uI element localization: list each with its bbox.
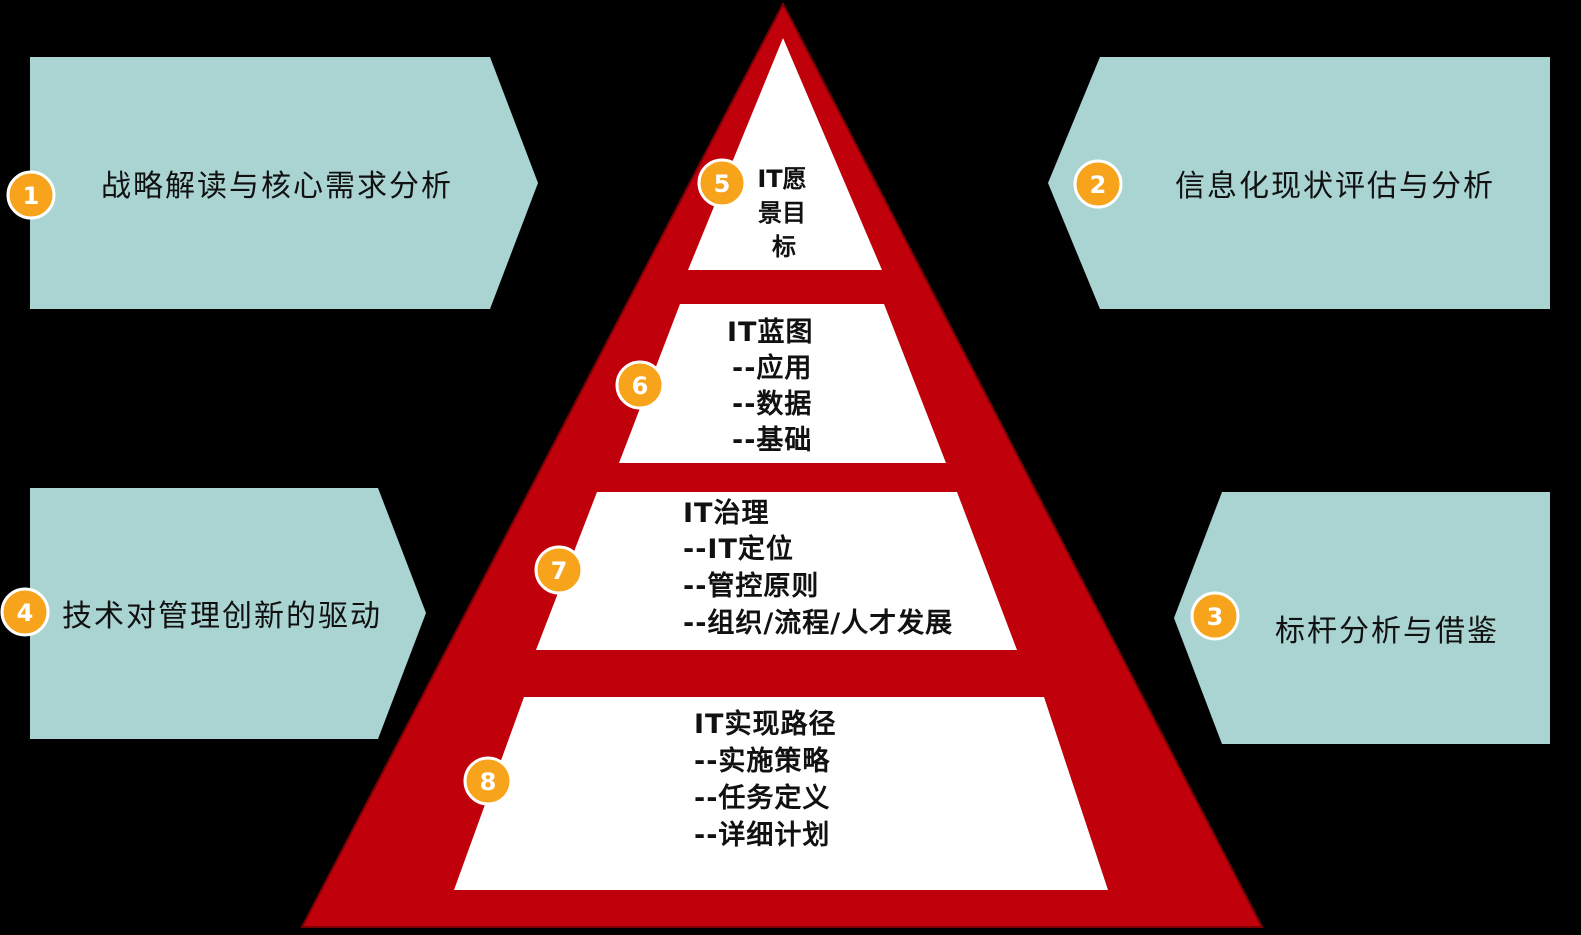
tier-8-line-1: IT实现路径 bbox=[694, 708, 836, 740]
tier-6-line-4: --基础 bbox=[732, 425, 812, 456]
tier-7-line-2: --IT定位 bbox=[683, 533, 794, 565]
badge-2-number: 2 bbox=[1090, 171, 1107, 199]
side-box-1: 战略解读与核心需求分析 bbox=[30, 57, 538, 309]
tier-8-shape bbox=[454, 697, 1108, 890]
side-box-1-label: 战略解读与核心需求分析 bbox=[101, 169, 453, 204]
badge-4-number: 4 bbox=[17, 599, 34, 627]
tier-6-line-3: --数据 bbox=[732, 389, 812, 420]
tier-8-line-2: --实施策略 bbox=[694, 745, 830, 777]
tier-7-line-4: --组织/流程/人才发展 bbox=[683, 607, 953, 639]
side-box-2-label: 信息化现状评估与分析 bbox=[1175, 169, 1495, 204]
side-box-3: 标杆分析与借鉴 bbox=[1174, 492, 1550, 744]
badge-2: 2 bbox=[1073, 159, 1123, 209]
pyramid-body bbox=[300, 1, 1264, 928]
badge-7-circle bbox=[534, 545, 584, 595]
side-box-3-label: 标杆分析与借鉴 bbox=[1275, 614, 1499, 649]
tier-5-shape bbox=[688, 38, 882, 270]
tier-7-line-3: --管控原则 bbox=[683, 571, 819, 602]
badge-6-circle bbox=[615, 360, 665, 410]
badge-1-number: 1 bbox=[23, 182, 40, 210]
badge-3: 3 bbox=[1190, 591, 1240, 641]
badge-7-number: 7 bbox=[551, 557, 568, 585]
side-box-1-shape bbox=[30, 57, 538, 309]
badge-2-circle bbox=[1073, 159, 1123, 209]
badge-5-circle bbox=[697, 158, 747, 208]
tier-6-line-2: --应用 bbox=[732, 352, 812, 384]
tier-5-line-1: IT愿 bbox=[757, 165, 806, 193]
badge-8-circle bbox=[463, 756, 513, 806]
badge-7: 7 bbox=[534, 545, 584, 595]
tier-8-line-3: --任务定义 bbox=[694, 782, 830, 814]
badge-8: 8 bbox=[463, 756, 513, 806]
side-box-4: 技术对管理创新的驱动 bbox=[30, 488, 426, 739]
badge-8-number: 8 bbox=[480, 768, 497, 796]
tier-5-line-3: 标 bbox=[772, 233, 796, 261]
pyramid: IT愿 景目 标 IT蓝图 --应用 --数据 --基础 IT治理 --IT定位… bbox=[300, 1, 1264, 928]
tier-7-line-1: IT治理 bbox=[683, 498, 769, 529]
badge-1: 1 bbox=[6, 170, 56, 220]
side-box-2: 信息化现状评估与分析 bbox=[1048, 57, 1550, 309]
badge-6: 6 bbox=[615, 360, 665, 410]
badge-5: 5 bbox=[697, 158, 747, 208]
badge-6-number: 6 bbox=[632, 372, 649, 400]
tier-6-line-1: IT蓝图 bbox=[727, 317, 813, 348]
badge-3-circle bbox=[1190, 591, 1240, 641]
side-box-4-label: 技术对管理创新的驱动 bbox=[62, 599, 382, 634]
tier-5-line-2: 景目 bbox=[758, 199, 806, 227]
tier-7-shape bbox=[536, 492, 1017, 650]
side-box-4-shape bbox=[30, 488, 426, 739]
badge-3-number: 3 bbox=[1207, 603, 1224, 631]
side-box-2-shape bbox=[1048, 57, 1550, 309]
side-box-3-shape bbox=[1174, 492, 1550, 744]
badge-1-circle bbox=[6, 170, 56, 220]
badge-5-number: 5 bbox=[714, 170, 731, 198]
badge-4: 4 bbox=[0, 587, 50, 637]
badge-4-circle bbox=[0, 587, 50, 637]
tier-6-shape bbox=[619, 304, 946, 463]
tier-8-line-4: --详细计划 bbox=[694, 819, 830, 851]
